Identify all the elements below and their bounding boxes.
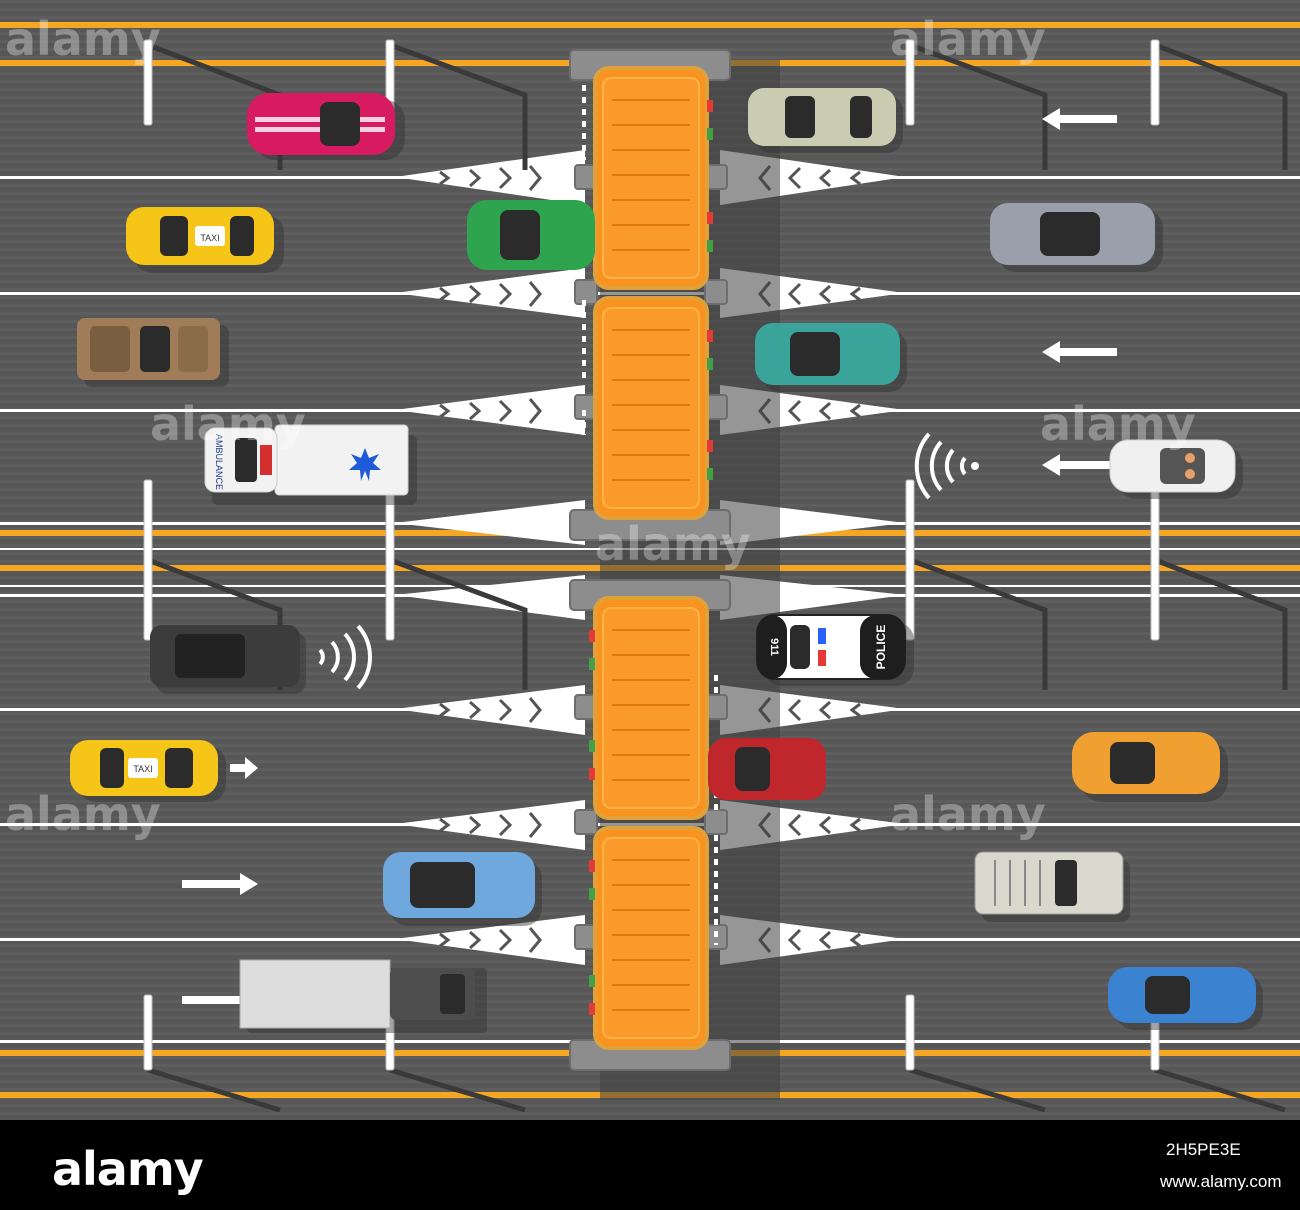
vehicle-pink-sports-car xyxy=(247,93,405,160)
booth-1 xyxy=(593,66,709,290)
toll-booths xyxy=(593,66,709,1050)
watermark-1: alamy xyxy=(5,12,161,66)
vehicle-white-convertible xyxy=(1109,439,1243,499)
vehicles: TAXI xyxy=(70,88,1263,1033)
vehicle-ambulance: AMBULANCE xyxy=(204,424,417,505)
brand-logo: alamy xyxy=(52,1142,204,1196)
barrier-gates xyxy=(582,85,718,945)
vehicle-teal-sedan xyxy=(755,323,907,392)
watermark-3: alamy xyxy=(150,397,306,451)
watermark-2: alamy xyxy=(890,12,1046,66)
booth-3 xyxy=(593,596,709,820)
police-label: POLICE xyxy=(874,625,888,670)
direction-arrows xyxy=(182,108,1117,1011)
vehicle-police-car: POLICE 911 xyxy=(756,614,914,686)
vehicle-dark-suv xyxy=(150,625,306,694)
vehicle-pickup-truck xyxy=(77,318,229,387)
watermark-5: alamy xyxy=(595,517,751,571)
watermark-4: alamy xyxy=(1040,397,1196,451)
stock-footer: alamy 2H5PE3E www.alamy.com xyxy=(0,1120,1300,1210)
taxi-2-sign: TAXI xyxy=(133,764,152,774)
site-url[interactable]: www.alamy.com xyxy=(1160,1172,1282,1191)
vehicle-grey-suv xyxy=(990,203,1163,272)
watermarks: alamy alamy alamy alamy alamy alamy alam… xyxy=(5,12,1196,841)
wifi-signal-icons xyxy=(318,432,979,690)
vehicle-orange-sports-car xyxy=(1072,732,1228,802)
ambulance-label: AMBULANCE xyxy=(214,434,224,490)
booth-4 xyxy=(593,826,709,1050)
watermark-6: alamy xyxy=(5,787,161,841)
vehicle-box-truck xyxy=(239,959,487,1033)
vehicle-blue-sports-car xyxy=(1108,967,1263,1030)
chevron-marks xyxy=(439,165,861,953)
taxi-1-sign: TAXI xyxy=(200,233,219,243)
watermark-7: alamy xyxy=(890,787,1046,841)
booth-2 xyxy=(593,296,709,520)
booth-signal-lights xyxy=(589,100,713,1015)
vehicle-khaki-sedan xyxy=(748,88,903,153)
vehicle-taxi-1: TAXI xyxy=(126,207,284,273)
toll-plaza-illustration: TAXI xyxy=(0,0,1300,1120)
police-number: 911 xyxy=(768,638,780,656)
vehicle-light-blue-sedan xyxy=(383,852,542,926)
vehicle-green-sports-car xyxy=(467,200,595,270)
vehicle-red-sports-car xyxy=(708,738,826,800)
image-code: 2H5PE3E xyxy=(1166,1140,1241,1159)
vehicle-jeep xyxy=(974,851,1130,922)
lamp-poles xyxy=(143,39,1160,1071)
vehicle-taxi-2: TAXI xyxy=(70,740,226,802)
